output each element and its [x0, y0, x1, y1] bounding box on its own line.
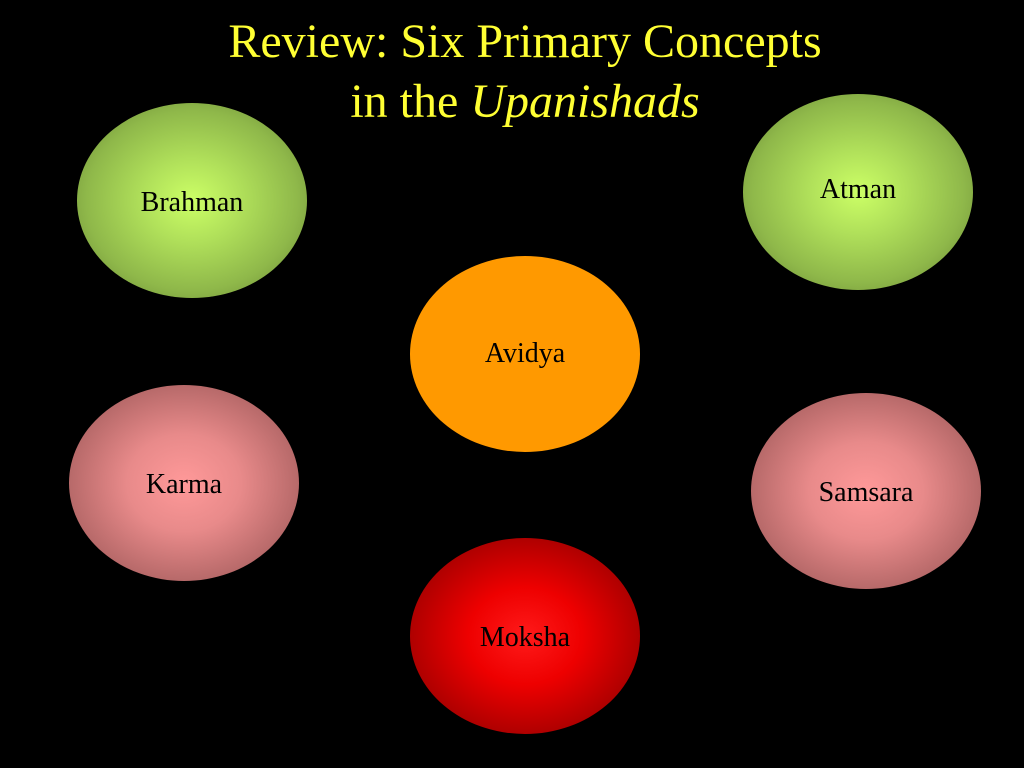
concept-karma: Karma — [69, 385, 299, 581]
concept-atman: Atman — [743, 94, 973, 290]
title-line-2-italic: Upanishads — [470, 75, 700, 128]
concept-label: Brahman — [140, 186, 244, 218]
title-line-2-prefix: in the — [350, 75, 471, 128]
concept-brahman: Brahman — [77, 103, 307, 298]
concept-label: Karma — [145, 469, 223, 500]
concept-avidya: Avidya — [410, 256, 640, 452]
concept-moksha: Moksha — [410, 538, 640, 734]
concept-label: Avidya — [484, 338, 566, 369]
concept-samsara: Samsara — [751, 393, 981, 589]
concept-label: Samsara — [818, 477, 914, 508]
title-line-1: Review: Six Primary Concepts — [228, 15, 822, 68]
slide-title: Review: Six Primary Concepts in the Upan… — [0, 12, 1024, 132]
concept-label: Atman — [819, 174, 897, 205]
concept-label: Moksha — [479, 622, 571, 653]
title-line-2: in the Upanishads — [0, 72, 1024, 132]
